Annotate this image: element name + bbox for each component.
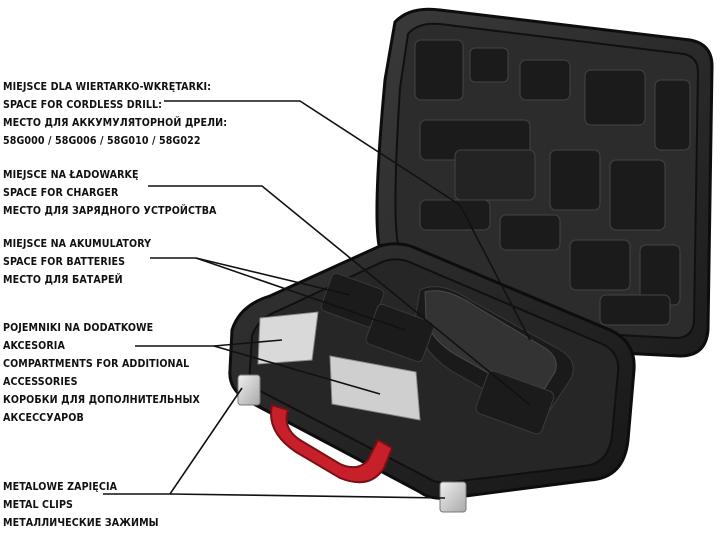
lid-recess <box>469 47 509 83</box>
label-metal-clips: METALOWE ZAPIĘCIA METAL CLIPS МЕТАЛЛИЧЕС… <box>3 478 159 532</box>
label-line: METAL CLIPS <box>3 499 74 511</box>
metal-clip-left <box>237 374 261 406</box>
lid-recess <box>569 239 631 291</box>
label-line: MIEJSCE DLA WIERTARKO-WKRĘTARKI: <box>3 81 212 93</box>
lid-recess <box>454 149 536 201</box>
lid-recess <box>414 39 464 101</box>
lid-recess <box>519 59 571 101</box>
callout-leader-lines <box>103 100 531 499</box>
lid-recess <box>499 214 561 251</box>
case-base <box>228 242 636 500</box>
label-line: MIEJSCE NA AKUMULATORY <box>3 238 152 250</box>
label-line: МЕСТО ДЛЯ БАТАРЕЙ <box>3 274 123 286</box>
label-line: ACCESSORIES <box>3 376 78 388</box>
label-line: МЕТАЛЛИЧЕСКИЕ ЗАЖИМЫ <box>3 517 159 529</box>
label-line: MIEJSCE NA ŁADOWARKĘ <box>3 169 139 181</box>
label-batteries-space: MIEJSCE NA AKUMULATORY SPACE FOR BATTERI… <box>3 235 151 289</box>
label-line: POJEMNIKI NA DODATKOWE <box>3 322 154 334</box>
label-line: METALOWE ZAPIĘCIA <box>3 481 118 493</box>
label-line: COMPARTMENTS FOR ADDITIONAL <box>3 358 190 370</box>
metal-clip-right <box>439 481 467 513</box>
label-line: SPACE FOR BATTERIES <box>3 256 126 268</box>
lid-recess <box>609 159 666 231</box>
lid-recess <box>549 149 601 211</box>
accessory-compartment <box>257 311 319 365</box>
lid-recess <box>584 69 646 126</box>
battery-slot <box>365 303 435 363</box>
label-line: АКСЕССУАРОВ <box>3 412 84 424</box>
red-handle <box>270 403 394 484</box>
label-line: МЕСТО ДЛЯ АККУМУЛЯТОРНОЙ ДРЕЛИ: <box>3 117 228 129</box>
lid-recess <box>654 79 691 151</box>
accessory-compartment <box>329 355 421 421</box>
label-charger-space: MIEJSCE NA ŁADOWARKĘ SPACE FOR CHARGER М… <box>3 166 217 220</box>
label-line: КОРОБКИ ДЛЯ ДОПОЛНИТЕЛЬНЫХ <box>3 394 200 406</box>
lid-recess <box>419 199 491 231</box>
charger-slot <box>475 370 555 435</box>
label-accessory-compartments: POJEMNIKI NA DODATKOWE AKCESORIA COMPART… <box>3 319 200 427</box>
label-line: AKCESORIA <box>3 340 65 352</box>
label-line: МЕСТО ДЛЯ ЗАРЯДНОГО УСТРОЙСТВА <box>3 205 217 217</box>
label-line: SPACE FOR CHARGER <box>3 187 119 199</box>
label-line: SPACE FOR CORDLESS DRILL: <box>3 99 163 111</box>
label-drill-space: MIEJSCE DLA WIERTARKO-WKRĘTARKI: SPACE F… <box>3 78 227 150</box>
label-line: 58G000 / 58G006 / 58G010 / 58G022 <box>3 135 201 147</box>
lid-recess <box>599 294 671 326</box>
